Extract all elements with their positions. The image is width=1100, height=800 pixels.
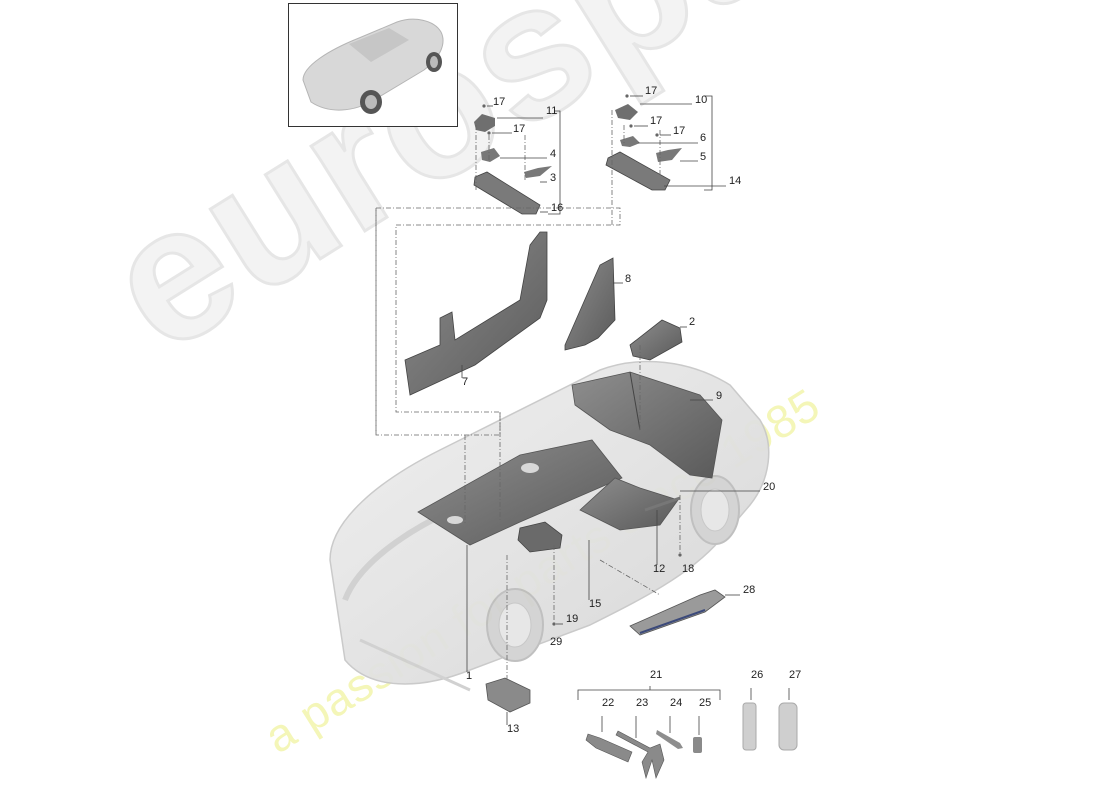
- callout-part-23[interactable]: 23: [636, 697, 649, 709]
- callout-part-16[interactable]: 16: [551, 202, 564, 214]
- part-14-cover: [605, 151, 671, 191]
- part-4-bracket: [481, 148, 500, 162]
- callout-part-8[interactable]: 8: [625, 273, 632, 285]
- callout-part-28[interactable]: 28: [743, 584, 756, 596]
- bolt-icons: [482, 94, 682, 626]
- callout-part-6[interactable]: 6: [700, 132, 707, 144]
- callout-part-1[interactable]: 1: [466, 670, 473, 682]
- callout-part-20[interactable]: 20: [763, 481, 776, 493]
- callout-part-19[interactable]: 19: [566, 613, 579, 625]
- car-thumbnail-icon: [302, 18, 444, 114]
- part-13-cover: [485, 677, 531, 713]
- part-9-bulkhead: [571, 371, 723, 479]
- part-10-bracket: [615, 104, 638, 120]
- part-23-gun: [615, 730, 665, 780]
- callout-part-17[interactable]: 17: [645, 85, 658, 97]
- callout-part-15[interactable]: 15: [589, 598, 602, 610]
- part-28-underbody-panel: [629, 589, 726, 636]
- part-24-nozzle: [656, 730, 683, 749]
- part-1-floor: [417, 439, 623, 546]
- callout-part-7[interactable]: 7: [462, 376, 469, 388]
- callout-part-29[interactable]: 29: [550, 636, 563, 648]
- callout-part-3[interactable]: 3: [550, 172, 557, 184]
- part-25-cap: [693, 737, 702, 753]
- part-5-bracket: [656, 148, 682, 162]
- callout-part-13[interactable]: 13: [507, 723, 520, 735]
- part-2-bracket: [629, 319, 683, 361]
- callout-part-21[interactable]: 21: [650, 669, 663, 681]
- callout-part-2[interactable]: 2: [689, 316, 696, 328]
- callout-part-25[interactable]: 25: [699, 697, 712, 709]
- part-16-cover: [473, 171, 541, 215]
- callout-part-26[interactable]: 26: [751, 669, 764, 681]
- vehicle-thumbnail: [288, 3, 458, 127]
- assembly-lines: [375, 110, 681, 680]
- part-3-bracket: [524, 166, 552, 178]
- part-27-can: [778, 702, 798, 751]
- callout-part-24[interactable]: 24: [670, 697, 683, 709]
- callout-part-10[interactable]: 10: [695, 94, 708, 106]
- callout-part-17[interactable]: 17: [513, 123, 526, 135]
- callout-part-11[interactable]: 11: [546, 105, 558, 117]
- part-26-can: [742, 702, 757, 751]
- part-6-bracket: [620, 136, 640, 147]
- part-7-side-sill: [404, 231, 548, 396]
- callout-part-12[interactable]: 12: [653, 563, 666, 575]
- part-29-bracket: [517, 521, 563, 553]
- part-22-cartridge: [585, 733, 633, 763]
- leader-lines: [461, 95, 790, 738]
- callout-part-17[interactable]: 17: [650, 115, 663, 127]
- callout-part-22[interactable]: 22: [602, 697, 615, 709]
- callout-part-9[interactable]: 9: [716, 390, 723, 402]
- callout-part-18[interactable]: 18: [682, 563, 695, 575]
- callout-part-5[interactable]: 5: [700, 151, 707, 163]
- part-8-pillar: [564, 257, 616, 351]
- callout-part-4[interactable]: 4: [550, 148, 557, 160]
- callout-part-27[interactable]: 27: [789, 669, 802, 681]
- callout-part-14[interactable]: 14: [729, 175, 742, 187]
- callout-part-17[interactable]: 17: [493, 96, 506, 108]
- callout-part-17[interactable]: 17: [673, 125, 686, 137]
- part-11-bracket: [474, 114, 495, 132]
